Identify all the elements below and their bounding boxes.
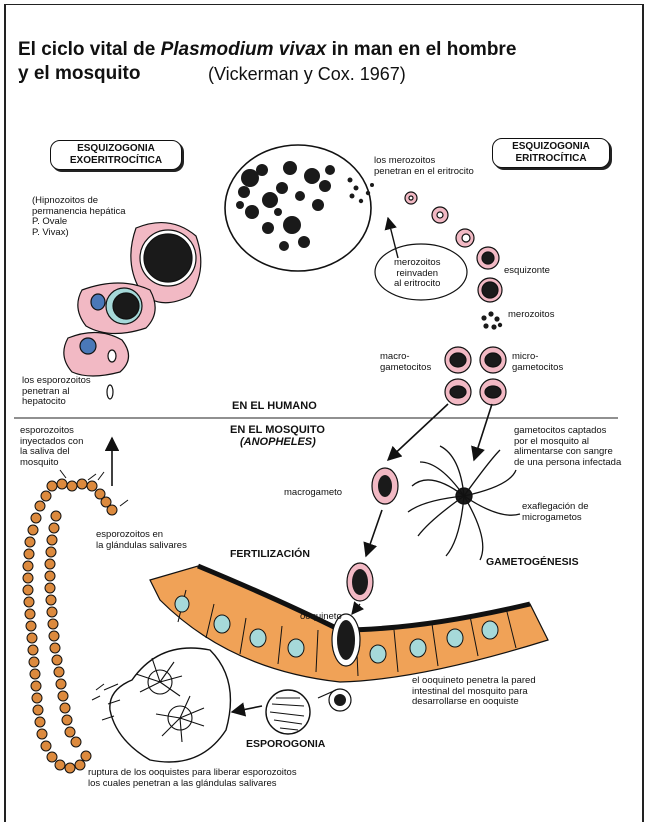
label-hypnozoites: (Hipnozoitos de permanencia hepática P. … <box>32 196 125 238</box>
arrow-to-rupture <box>232 706 262 712</box>
released-merozoites <box>481 311 502 329</box>
arrow-gametocyte-macro <box>388 404 448 460</box>
label-gametocytes-captured: gametocitos captados por el mosquito al … <box>514 426 621 468</box>
label-gametogenesis: GAMETOGÉNESIS <box>486 556 579 568</box>
gametocyte-cells <box>445 347 506 405</box>
hepatocyte-infected <box>64 332 129 376</box>
salivary-sporozoites <box>60 470 128 700</box>
box-exoerythrocytic: ESQUIZOGONIA EXOERITROCÍTICA <box>50 140 182 170</box>
label-ookinete: ooquineto <box>300 612 342 623</box>
label-sporozoites-hepatocyte: los esporozoitos penetran al hepatocito <box>22 376 91 408</box>
exflagellation <box>408 446 520 560</box>
label-in-mosquito: EN EL MOSQUITO <box>230 424 325 436</box>
label-schizont: esquizonte <box>504 266 550 277</box>
label-ookinete-penetrates: el ooquineto penetra la pared intestinal… <box>412 676 536 708</box>
hepatocyte-schizont-2 <box>78 283 155 334</box>
label-sporozoites-injected: esporozoitos inyectados con la saliva de… <box>20 426 83 468</box>
label-merozoites-reinvade: merozoitos reinvaden al eritrocito <box>394 258 440 290</box>
label-fertilization: FERTILIZACIÓN <box>230 548 310 560</box>
salivary-gland <box>23 479 117 773</box>
box-erythrocytic: ESQUIZOGONIA ERITROCÍTICA <box>492 138 610 168</box>
arrow-ookinete <box>352 604 360 614</box>
label-macro-gametocytes: macro- gametocitos <box>380 352 431 373</box>
arrow-gametocyte-micro <box>474 404 492 460</box>
label-exflagellation: exaflegación de microgametos <box>522 502 589 523</box>
label-macrogamete: macrogameto <box>284 488 342 499</box>
label-oocyst-rupture: ruptura de los ooquistes para liberar es… <box>88 768 297 789</box>
label-sporozoites-glands: esporozoitos en la glándulas salivares <box>96 530 187 551</box>
label-merozoites: merozoitos <box>508 310 554 321</box>
arrow-fertilization <box>366 510 382 556</box>
label-micro-gametocytes: micro- gametocitos <box>512 352 563 373</box>
label-in-human: EN EL HUMANO <box>232 400 317 412</box>
label-anopheles: (ANOPHELES) <box>240 436 316 448</box>
sporozoite-entering <box>107 385 113 399</box>
label-merozoites-enter: los merozoitos penetran en el eritrocito <box>374 156 474 177</box>
rupture-circle <box>110 648 231 762</box>
label-sporogony: ESPOROGONIA <box>246 738 325 750</box>
